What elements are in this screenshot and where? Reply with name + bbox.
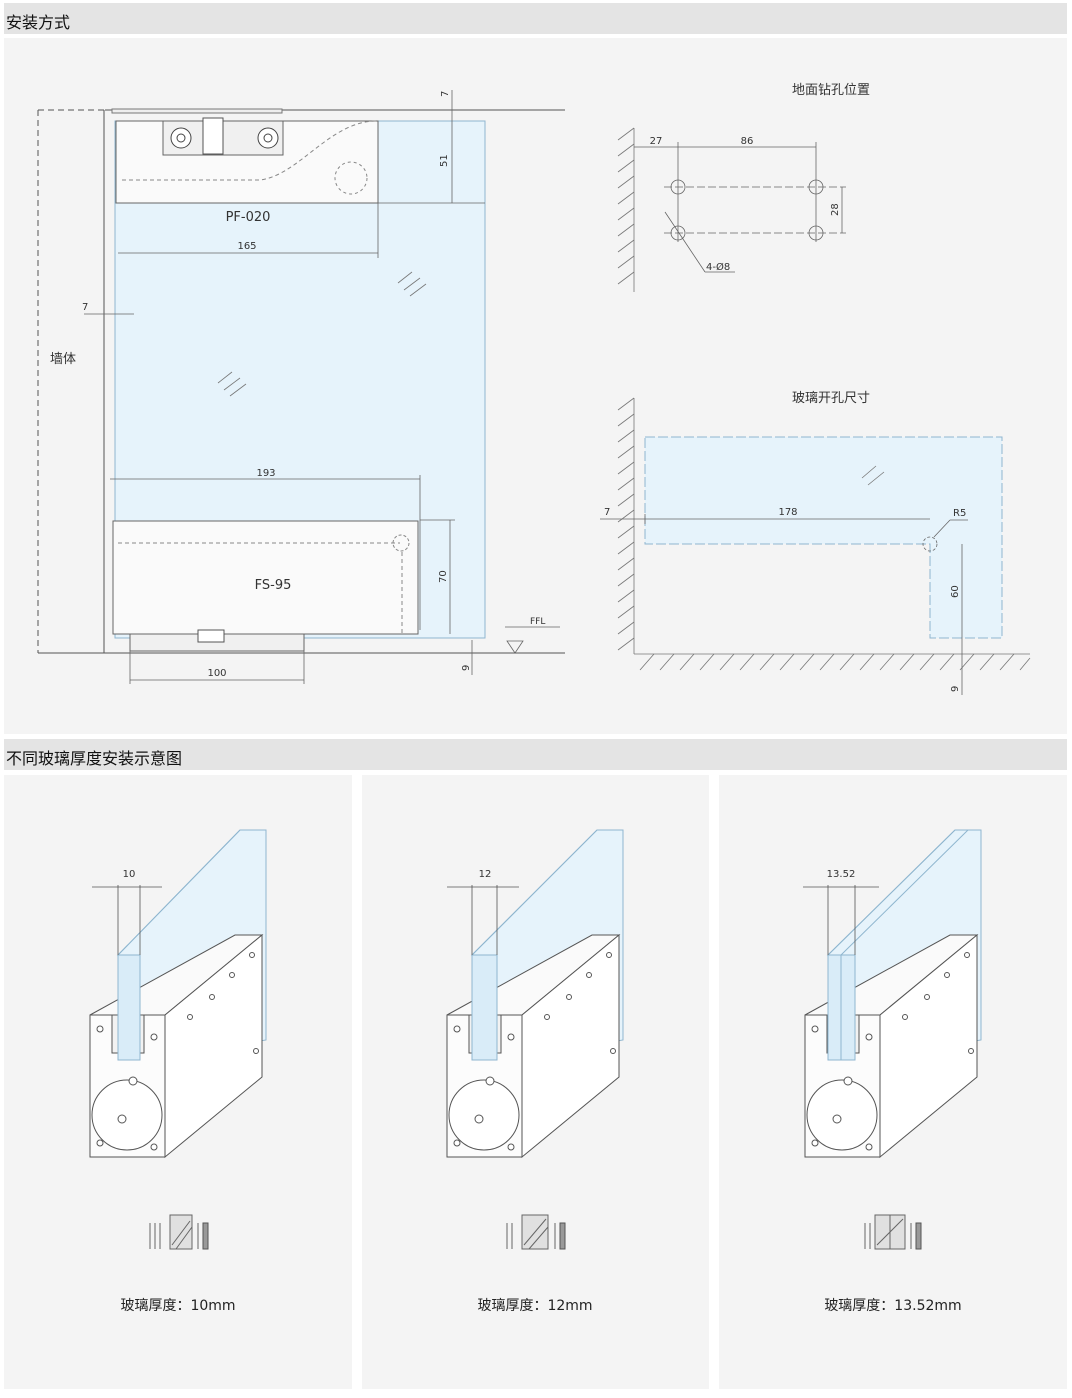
drill-title: 地面钻孔位置	[792, 83, 870, 98]
drill-hole	[670, 179, 686, 195]
section-header-thickness: 不同玻璃厚度安装示意图	[4, 739, 1067, 770]
cutout-dim-width: 178	[778, 507, 797, 518]
drill-wall	[617, 127, 635, 292]
installation-drawing: PF-020 7 51 165 7 墙体 193 70 100 9 FFL	[37, 83, 1031, 695]
section-header-installation: 安装方式	[4, 3, 1067, 34]
caption-1352mm: 玻璃厚度：13.52mm	[824, 1298, 962, 1314]
caption-10mm: 玻璃厚度：10mm	[120, 1298, 236, 1314]
section-icon	[506, 1214, 566, 1250]
section-icon	[149, 1214, 209, 1250]
label-wall: 墙体	[50, 352, 76, 367]
cutout-radius: R5	[953, 508, 966, 519]
dim-thickness: 12	[479, 869, 492, 880]
floor-box-fs95	[112, 520, 419, 652]
section-icon	[864, 1214, 922, 1250]
label-ffl: FFL	[530, 617, 545, 627]
cutout-wall	[617, 397, 1031, 671]
drill-dim-b: 86	[741, 136, 754, 147]
hinge-1352mm: 13.52	[803, 829, 982, 1250]
drill-hole	[808, 179, 824, 195]
drill-hole	[808, 225, 824, 241]
cutout-glass	[644, 436, 1003, 639]
dim-box-width: 193	[256, 468, 275, 479]
section-title: 不同玻璃厚度安装示意图	[6, 749, 183, 768]
hinge-12mm: 12	[446, 829, 624, 1250]
dim-top-gap: 7	[440, 91, 451, 97]
dim-thickness: 10	[123, 869, 136, 880]
cutout-dim-bottom: 9	[950, 686, 961, 692]
dim-wall-gap: 7	[82, 302, 88, 313]
drill-dim-c: 28	[830, 203, 841, 216]
cutout-dim-gap: 7	[604, 507, 610, 518]
dim-base-width: 100	[207, 668, 226, 679]
dim-hinge-height: 51	[439, 154, 450, 167]
cutout-dim-height: 60	[950, 585, 961, 598]
top-hinge-pf020	[111, 108, 379, 204]
dim-bottom-gap: 9	[461, 665, 472, 671]
cutout-title: 玻璃开孔尺寸	[792, 391, 870, 406]
label-pf020: PF-020	[226, 210, 271, 225]
drill-dim-a: 27	[650, 136, 663, 147]
section-title: 安装方式	[6, 13, 71, 32]
thickness-drawings: 10 12	[89, 829, 982, 1250]
label-fs95: FS-95	[255, 578, 292, 593]
dim-hinge-width: 165	[237, 241, 256, 252]
dim-box-height: 70	[438, 570, 449, 583]
hinge-10mm: 10	[89, 829, 267, 1250]
caption-12mm: 玻璃厚度：12mm	[477, 1298, 593, 1314]
drill-hole	[670, 225, 686, 241]
drill-holes-note: 4-Ø8	[706, 261, 730, 273]
dim-thickness: 13.52	[827, 869, 856, 880]
